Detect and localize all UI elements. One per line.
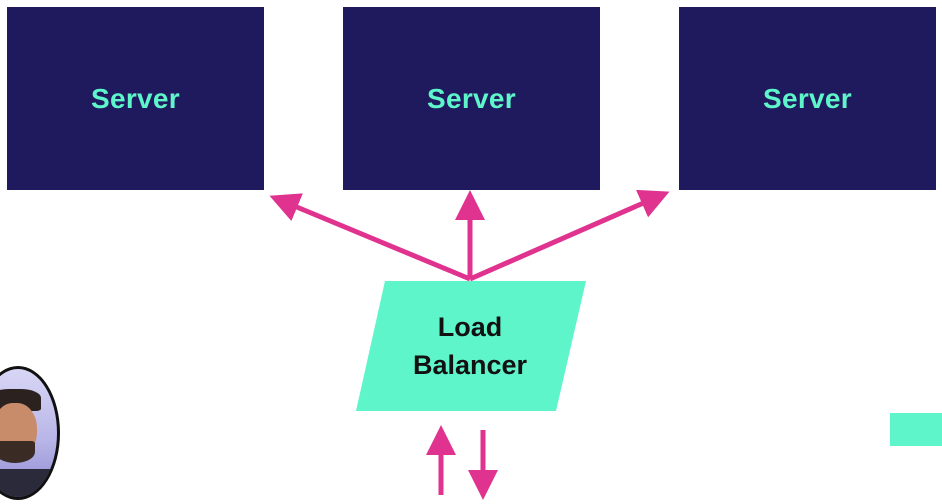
- load-balancer-label-line2: Balancer: [412, 350, 528, 380]
- server-box-right: Server: [679, 7, 936, 190]
- presenter-shirt: [0, 469, 57, 497]
- presenter-beard: [0, 441, 35, 463]
- arrow-to-server-right: [468, 189, 670, 282]
- arrow-to-server-left: [269, 193, 471, 282]
- partial-block-right-edge: [890, 413, 942, 446]
- load-balancer-shape: [356, 281, 586, 411]
- server-box-left: Server: [7, 7, 264, 190]
- server-label: Server: [91, 82, 180, 114]
- server-label: Server: [427, 82, 516, 114]
- load-balancer-label: Load Balancer: [395, 308, 545, 384]
- load-balancer-label-line1: Load: [437, 312, 503, 342]
- server-label: Server: [763, 82, 852, 114]
- server-box-center: Server: [343, 7, 600, 190]
